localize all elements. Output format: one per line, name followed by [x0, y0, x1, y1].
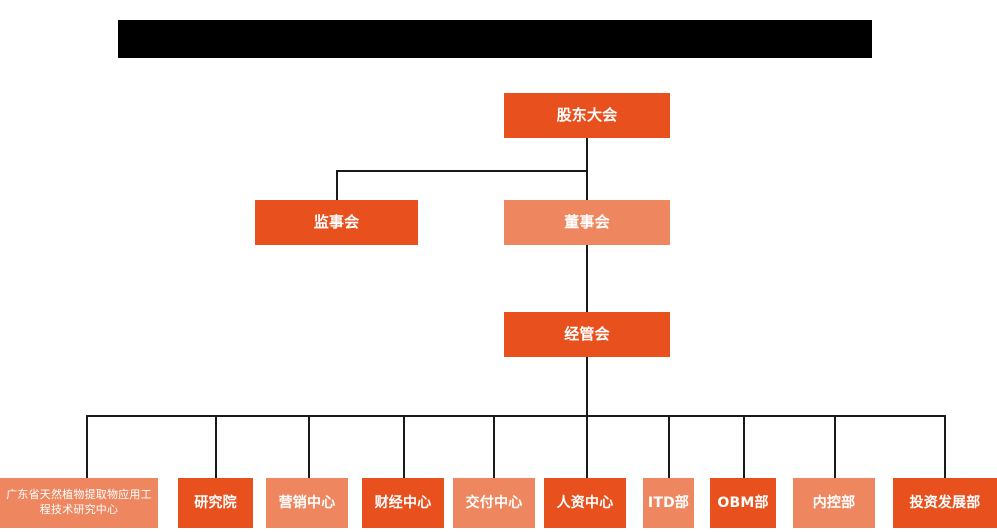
- connector-management-stem: [586, 357, 588, 416]
- connector-dept-7-drop: [668, 415, 670, 479]
- connector-dept-6-drop: [586, 415, 588, 479]
- org-node-dept-2[interactable]: 研究院: [178, 478, 253, 528]
- org-node-dept-1[interactable]: 广东省天然植物提取物应用工程技术研究中心: [0, 478, 158, 528]
- connector-level2-bus: [336, 170, 587, 172]
- org-node-dept-9[interactable]: 内控部: [793, 478, 875, 528]
- connector-dept-8-drop: [743, 415, 745, 479]
- org-node-directors[interactable]: 董事会: [504, 200, 670, 245]
- connector-directors-drop: [586, 170, 588, 201]
- connector-dept-4-drop: [403, 415, 405, 479]
- org-node-dept-10[interactable]: 投资发展部: [893, 478, 997, 528]
- connector-dept-2-drop: [215, 415, 217, 479]
- org-node-dept-3[interactable]: 营销中心: [266, 478, 348, 528]
- org-node-dept-7[interactable]: ITD部: [643, 478, 694, 528]
- org-node-supervisors[interactable]: 监事会: [255, 200, 418, 245]
- connector-dept-5-drop: [493, 415, 495, 479]
- connector-dept-1-drop: [86, 415, 88, 479]
- org-node-dept-8[interactable]: OBM部: [710, 478, 776, 528]
- redacted-title-bar: [118, 20, 872, 58]
- org-node-dept-6[interactable]: 人资中心: [544, 478, 626, 528]
- org-node-dept-4[interactable]: 财经中心: [362, 478, 444, 528]
- org-node-shareholders[interactable]: 股东大会: [504, 93, 670, 138]
- org-node-management[interactable]: 经管会: [504, 312, 670, 357]
- connector-dept-10-drop: [944, 415, 946, 479]
- connector-shareholders-stem: [586, 138, 588, 171]
- connector-dept-9-drop: [834, 415, 836, 479]
- connector-directors-stem: [586, 245, 588, 313]
- connector-dept-3-drop: [308, 415, 310, 479]
- connector-supervisors-drop: [336, 170, 338, 201]
- connector-dept-bus: [86, 415, 945, 417]
- org-node-dept-5[interactable]: 交付中心: [453, 478, 535, 528]
